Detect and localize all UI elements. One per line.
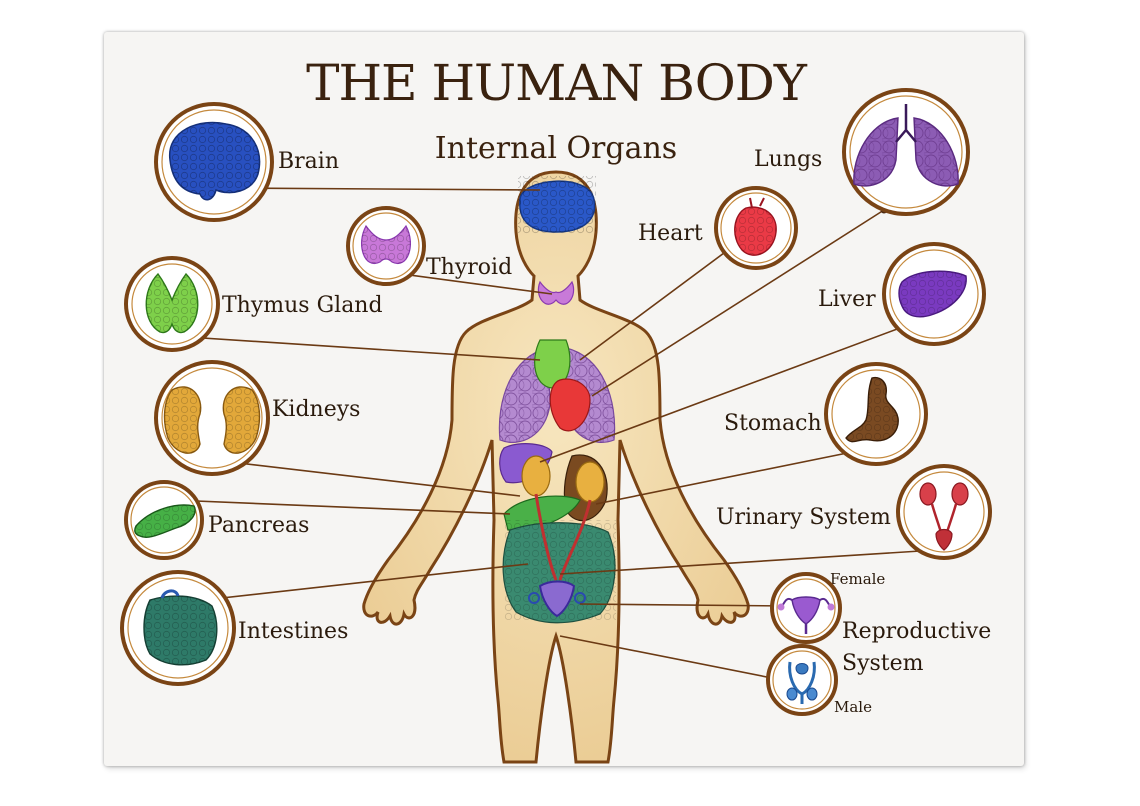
- label-reproductive-line1: Reproductive: [842, 619, 991, 644]
- heart-organ-icon: [549, 378, 591, 432]
- label-liver: Liver: [818, 287, 876, 312]
- label-reproductive-line2: System: [842, 651, 924, 676]
- label-female: Female: [830, 570, 885, 588]
- label-brain: Brain: [278, 149, 339, 174]
- urinary-icon: [919, 482, 969, 551]
- brain-circle: [154, 102, 274, 222]
- label-lungs: Lungs: [754, 147, 822, 172]
- page-subtitle: Internal Organs: [435, 131, 677, 166]
- female-reproductive-icon: [777, 596, 835, 634]
- kidney-right-organ-icon: [575, 461, 605, 503]
- thymus-circle: [124, 256, 220, 352]
- female-reproductive-organ-icon: [538, 580, 576, 618]
- intestines-circle: [120, 570, 236, 686]
- body-silhouette: [362, 170, 750, 764]
- organs-in-body: [498, 176, 616, 624]
- heart-circle: [714, 186, 798, 270]
- label-thyroid: Thyroid: [426, 255, 512, 280]
- label-intestines: Intestines: [238, 619, 348, 644]
- kidneys-circle: [154, 360, 270, 476]
- thyroid-organ-icon: [537, 280, 575, 305]
- liver-circle: [882, 242, 986, 346]
- pancreas-circle: [124, 480, 204, 560]
- male-reproductive-icon: [786, 661, 818, 704]
- label-stomach: Stomach: [724, 411, 822, 436]
- label-kidneys: Kidneys: [272, 397, 360, 422]
- stomach-circle: [824, 362, 928, 466]
- label-urinary-system: Urinary System: [716, 505, 891, 530]
- urinary-circle: [896, 464, 992, 560]
- female-reproductive-circle: [770, 572, 842, 644]
- label-male: Male: [834, 698, 872, 716]
- male-reproductive-circle: [766, 644, 838, 716]
- label-heart: Heart: [638, 221, 703, 246]
- lungs-circle: [842, 88, 970, 216]
- thyroid-circle: [346, 206, 426, 286]
- page-title: THE HUMAN BODY: [306, 54, 808, 112]
- label-pancreas: Pancreas: [208, 513, 309, 538]
- kidney-left-organ-icon: [521, 455, 551, 497]
- label-thymus-gland: Thymus Gland: [222, 293, 383, 318]
